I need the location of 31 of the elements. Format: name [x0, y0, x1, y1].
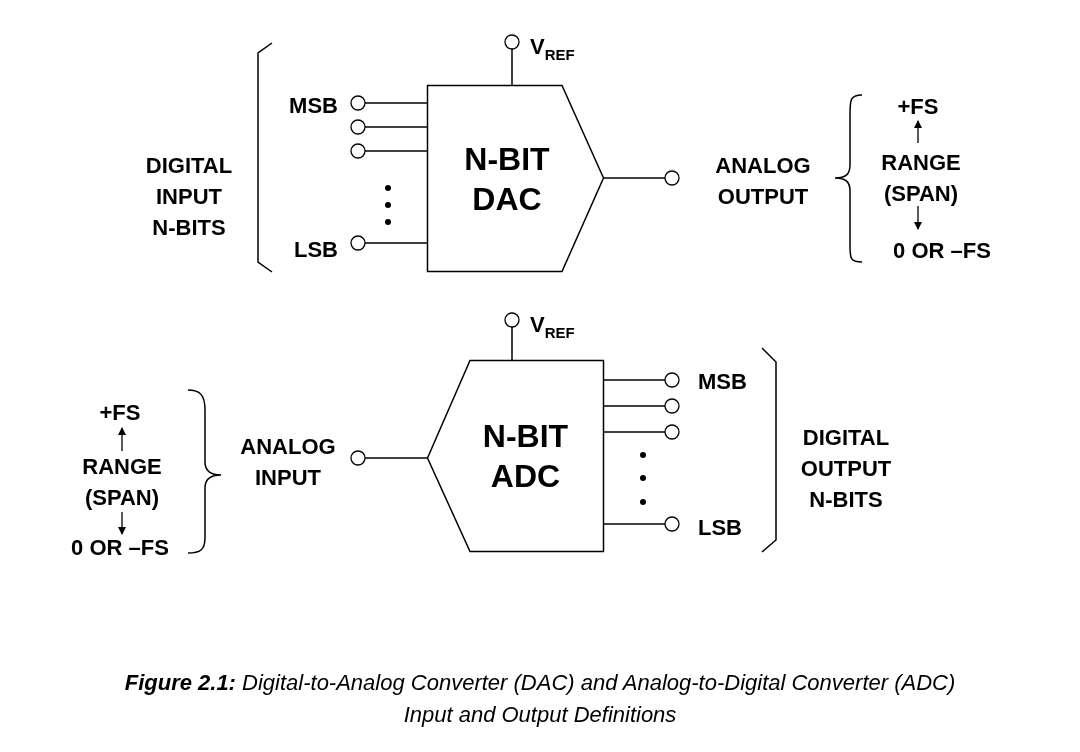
- block-label: N-BIT ADC: [481, 417, 570, 496]
- wire: [364, 150, 428, 152]
- wire: [364, 102, 428, 104]
- range-label: RANGE (SPAN): [880, 149, 962, 208]
- range-label: +FS: [98, 399, 142, 427]
- wire: [603, 431, 666, 433]
- block-label: N-BIT DAC: [463, 139, 551, 219]
- wire: [511, 48, 513, 86]
- group-label: DIGITAL OUTPUT N-BITS: [800, 424, 892, 514]
- wire: [603, 405, 666, 407]
- wire: [603, 379, 666, 381]
- range-label: 0 OR –FS: [70, 534, 170, 562]
- figure-caption: Figure 2.1: Digital-to-Analog Converter (DAC) and Analog-to-Digital Converter (ADC) Input and Output Definitions: [123, 669, 957, 729]
- signal-label: ANALOG OUTPUT: [714, 152, 812, 211]
- signal-label: ANALOG INPUT: [239, 433, 337, 492]
- range-label: RANGE (SPAN): [81, 453, 163, 512]
- wire: [603, 523, 666, 525]
- pin-label: V$_{REF}$: [530, 311, 575, 343]
- range-label: 0 OR –FS: [892, 237, 992, 265]
- pin-label: MSB: [698, 368, 747, 396]
- wire: [364, 126, 428, 128]
- pin-label: V$_{REF}$: [530, 33, 575, 65]
- wire: [603, 177, 666, 179]
- pin-label: MSB: [288, 92, 338, 120]
- range-label: +FS: [896, 93, 940, 121]
- wire: [511, 326, 513, 361]
- pin-label: LSB: [293, 236, 338, 264]
- wire: [364, 457, 428, 459]
- pin-label: LSB: [698, 514, 742, 542]
- wire: [364, 242, 428, 244]
- group-label: DIGITAL INPUT N-BITS: [144, 152, 234, 242]
